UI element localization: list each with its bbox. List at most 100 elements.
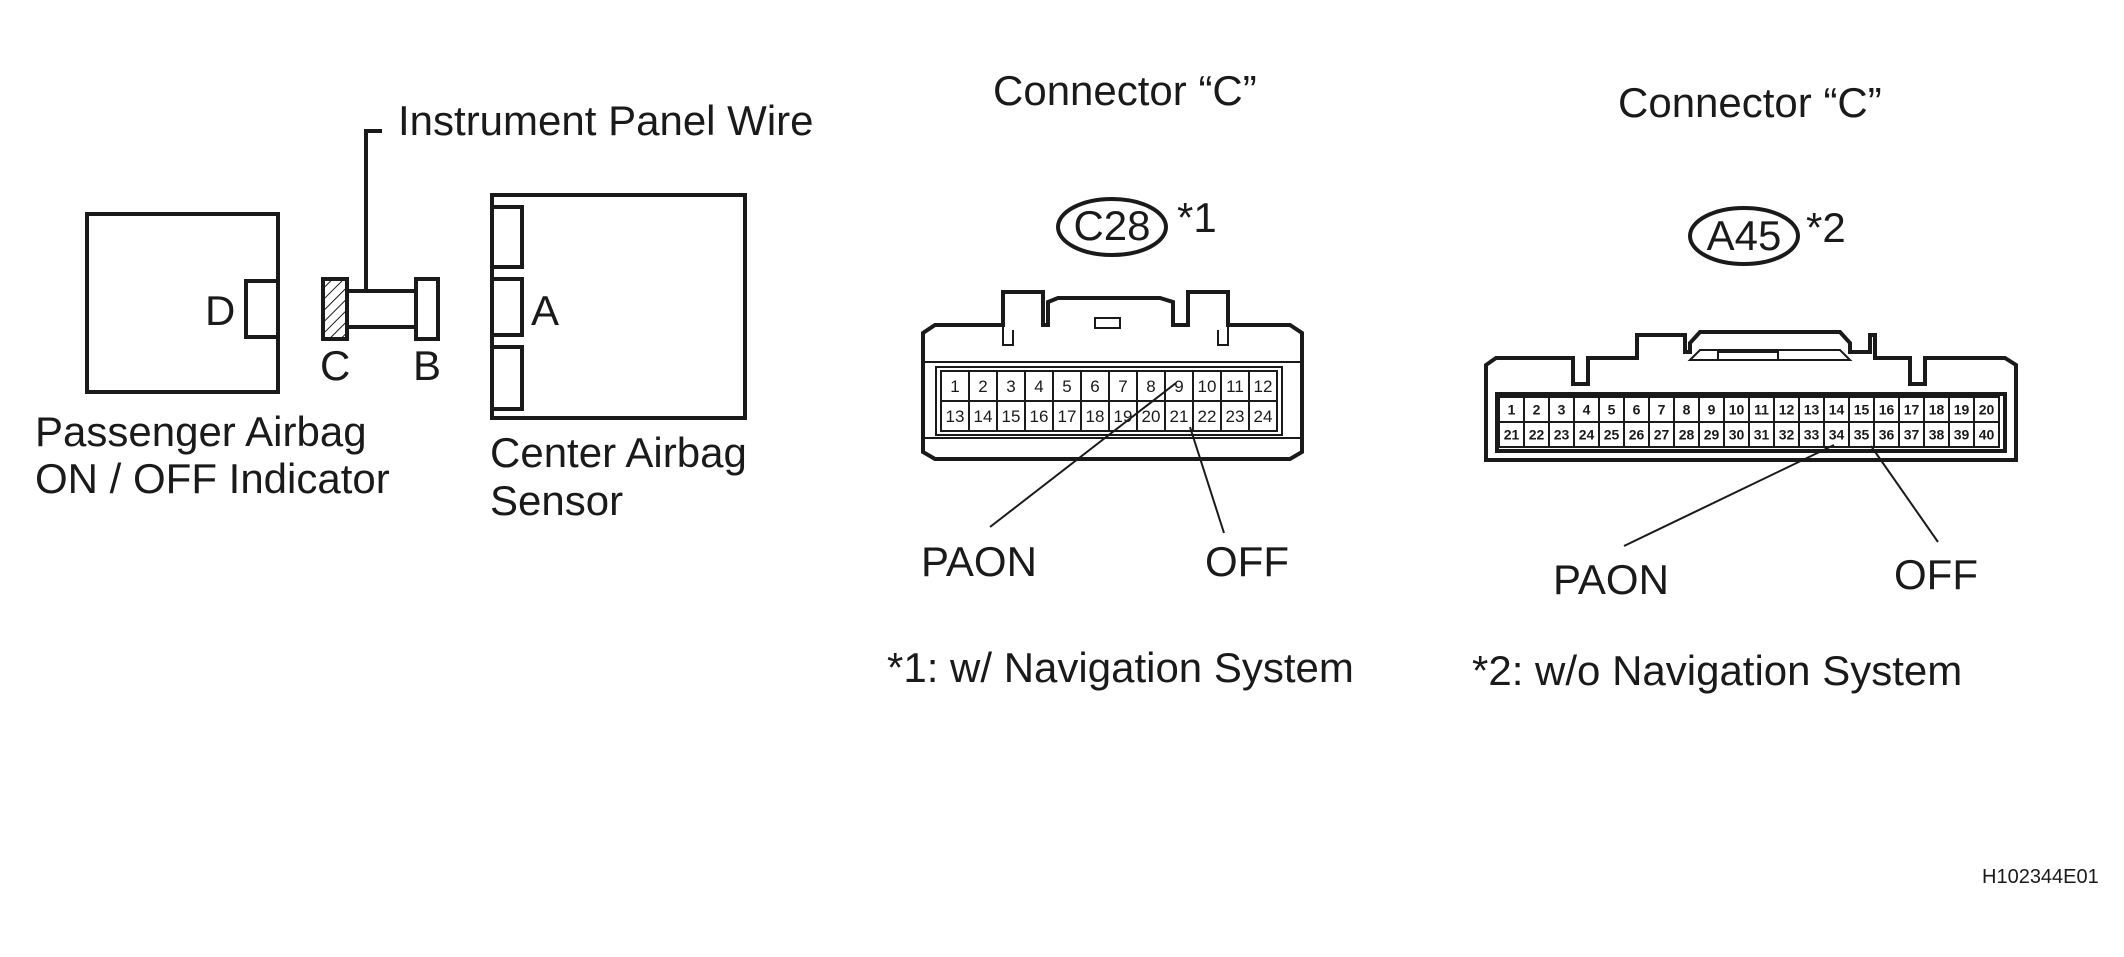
c28-pin-label: 10 [1198, 377, 1217, 396]
terminal-c-label: C [320, 342, 350, 389]
a45-pin-cell [1973, 421, 2000, 448]
a45-pin-cell [1973, 396, 2000, 423]
a45-pin-label: 34 [1829, 427, 1845, 443]
a45-pin-label: 24 [1579, 427, 1595, 443]
wire-body [345, 289, 418, 329]
a45-pin-cell [1498, 421, 1525, 448]
a45-pin-cell [1873, 421, 1900, 448]
a45-pin-label: 5 [1608, 402, 1616, 418]
c28-pin-label: 20 [1142, 407, 1161, 426]
c28-pin-cell [1080, 370, 1110, 402]
sensor-terminal-a [490, 277, 524, 337]
off-leader-c28 [1189, 426, 1225, 534]
a45-pin-label: 31 [1754, 427, 1770, 443]
connector-c28-latch-left [1002, 325, 1014, 346]
wire-connector-c [321, 277, 349, 341]
a45-pin-label: 33 [1804, 427, 1820, 443]
connector-a45-inner-lock [1687, 349, 1853, 361]
connector-a45-note-mark: *2 [1806, 204, 1846, 251]
indicator-label-line1: Passenger Airbag [35, 408, 367, 455]
a45-pin-label: 11 [1754, 402, 1769, 418]
c28-pin-cell [968, 370, 998, 402]
c28-pin-label: 3 [1006, 377, 1015, 396]
c28-pin-label: 23 [1226, 407, 1245, 426]
a45-pin-label: 1 [1508, 402, 1516, 418]
connector-a45-lock-tab [1717, 351, 1779, 361]
a45-pin-label: 3 [1558, 402, 1566, 418]
a45-pin-label: 20 [1979, 402, 1995, 418]
wire-connector-b [414, 277, 440, 341]
indicator-terminal-d [244, 279, 280, 339]
sensor-slot-bottom [490, 345, 524, 411]
connector-a45-pin-area [1495, 392, 2007, 453]
a45-pin-cell [1548, 396, 1575, 423]
a45-pin-label: 15 [1854, 402, 1870, 418]
a45-pin-cell [1948, 421, 1975, 448]
wire-label: Instrument Panel Wire [398, 97, 814, 144]
a45-pin-label: 23 [1554, 427, 1570, 443]
c28-pin-cell [1164, 370, 1194, 402]
off-label-c28: OFF [1205, 538, 1289, 585]
c28-pin-cell [1220, 400, 1250, 432]
c28-pin-label: 1 [950, 377, 959, 396]
reference-code: H102344E01 [1982, 866, 2099, 888]
a45-pin-label: 38 [1929, 427, 1945, 443]
a45-pin-label: 4 [1583, 402, 1591, 418]
a45-pin-label: 39 [1954, 427, 1970, 443]
indicator-label-line2: ON / OFF Indicator [35, 455, 390, 502]
a45-pin-label: 7 [1658, 402, 1666, 418]
c28-pin-cell [996, 400, 1026, 432]
terminal-d-label: D [205, 287, 235, 334]
paon-leader-c28 [989, 382, 1177, 528]
c28-pin-cell [1248, 370, 1278, 402]
a45-pin-label: 6 [1633, 402, 1641, 418]
terminal-a-label: A [531, 287, 559, 334]
c28-pin-label: 8 [1146, 377, 1155, 396]
connector-c28-latch-right [1217, 325, 1229, 346]
sensor-label-line1: Center Airbag [490, 429, 747, 476]
c28-pin-label: 12 [1254, 377, 1273, 396]
sensor-body [490, 193, 747, 420]
connector-a45-code: A45 [1707, 212, 1782, 259]
c28-pin-label: 21 [1170, 407, 1189, 426]
a45-pin-label: 36 [1879, 427, 1895, 443]
terminal-b-label: B [413, 342, 441, 389]
wire-leader-line [364, 129, 382, 291]
a45-pin-label: 26 [1629, 427, 1645, 443]
a45-pin-label: 8 [1683, 402, 1691, 418]
paon-leader-a45 [1623, 444, 1835, 547]
c28-pin-label: 5 [1062, 377, 1071, 396]
sensor-label-line2: Sensor [490, 477, 623, 524]
a45-pin-label: 22 [1529, 427, 1545, 443]
c28-pin-label: 6 [1090, 377, 1099, 396]
connector-a45-housing [1484, 330, 2018, 462]
a45-pin-label: 21 [1504, 427, 1520, 443]
c28-pin-label: 7 [1118, 377, 1127, 396]
a45-pin-label: 25 [1604, 427, 1620, 443]
a45-pin-cell [1923, 421, 1950, 448]
off-label-a45: OFF [1894, 551, 1978, 598]
a45-pin-cell [1798, 421, 1825, 448]
connector-c28-note-mark: *1 [1177, 194, 1217, 241]
c28-pin-label: 2 [978, 377, 987, 396]
a45-pin-label: 37 [1904, 427, 1920, 443]
a45-pin-cell [1673, 396, 1700, 423]
a45-pin-cell [1923, 396, 1950, 423]
footnote-nav: *1: w/ Navigation System [887, 644, 1354, 691]
a45-pin-label: 10 [1729, 402, 1745, 418]
c28-pin-cell [1136, 400, 1166, 432]
connector-c28-lock-tab [1094, 317, 1121, 329]
off-leader-a45 [1870, 445, 1939, 543]
c28-pin-cell [1080, 400, 1110, 432]
a45-pin-cell [1548, 421, 1575, 448]
c28-pin-label: 16 [1030, 407, 1049, 426]
c28-pin-label: 24 [1254, 407, 1273, 426]
c28-pin-label: 9 [1174, 377, 1183, 396]
c28-pin-label: 22 [1198, 407, 1217, 426]
paon-label-c28: PAON [921, 538, 1037, 585]
a45-pin-label: 27 [1654, 427, 1670, 443]
c28-pin-cell [1164, 400, 1194, 432]
